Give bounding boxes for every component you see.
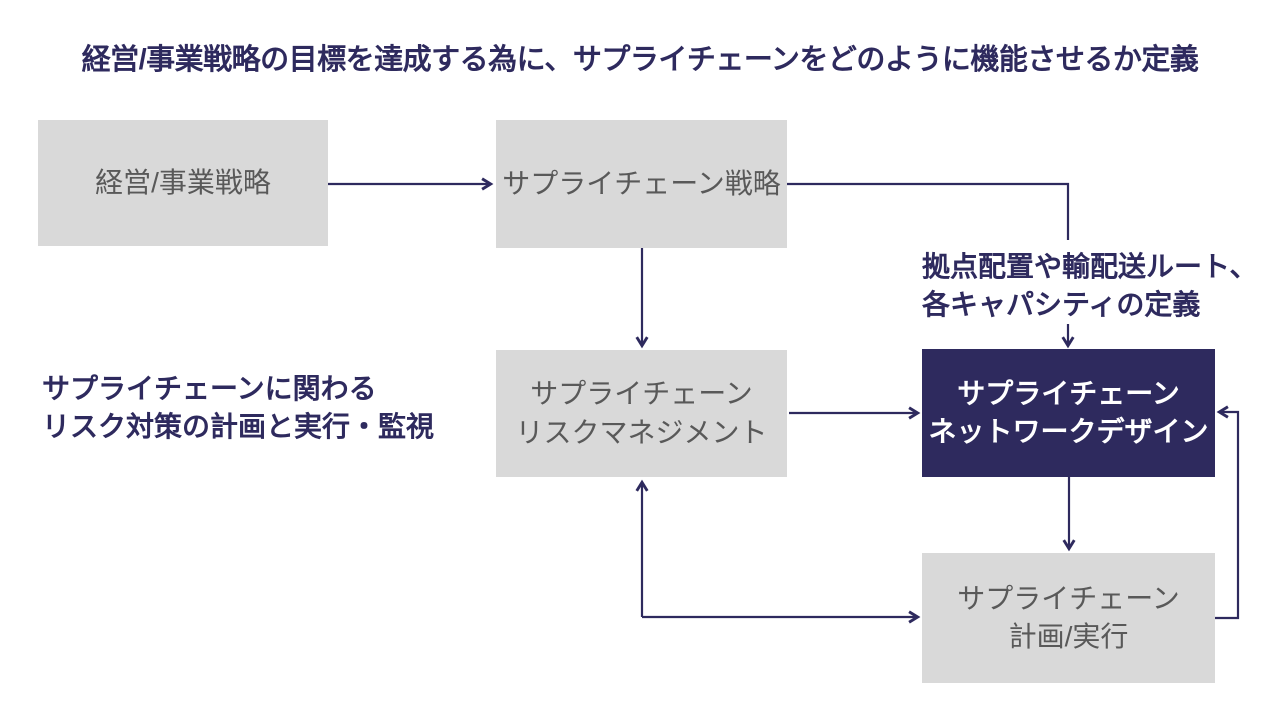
box-network-design: サプライチェーン ネットワークデザイン	[922, 349, 1215, 477]
box-risk-management-line1: サプライチェーン	[530, 378, 753, 410]
note-risk-management: サプライチェーンに関わる リスク対策の計画と実行・監視	[42, 370, 434, 446]
note-network-design-line2: 各キャパシティの定義	[922, 289, 1201, 320]
box-supply-chain-strategy-label: サプライチェーン戦略	[502, 167, 781, 199]
box-network-design-line2: ネットワークデザイン	[928, 416, 1209, 447]
arrow-plan-loop-to-network-design	[1215, 412, 1240, 620]
box-plan-execution-line2: 計画/実行	[1008, 621, 1129, 652]
box-business-strategy: 経営/事業戦略	[38, 120, 328, 246]
box-risk-management: サプライチェーン リスクマネジメント	[496, 350, 787, 477]
page-title: 経営/事業戦略の目標を達成する為に、サプライチェーンをどのように機能させるか定義	[81, 44, 1199, 76]
box-plan-execution: サプライチェーン 計画/実行	[922, 553, 1215, 683]
note-network-design-line1: 拠点配置や輸配送ルート、	[922, 251, 1258, 282]
note-risk-management-line2: リスク対策の計画と実行・監視	[42, 411, 435, 442]
note-network-design: 拠点配置や輸配送ルート、 各キャパシティの定義	[922, 248, 1257, 324]
box-business-strategy-label: 経営/事業戦略	[95, 166, 271, 198]
box-risk-management-line2: リスクマネジメント	[515, 416, 768, 448]
box-plan-execution-line1: サプライチェーン	[957, 582, 1180, 614]
note-risk-management-line1: サプライチェーンに関わる	[42, 373, 377, 404]
box-supply-chain-strategy: サプライチェーン戦略	[496, 120, 787, 248]
line-scstrategy-elbow-right	[787, 182, 1070, 240]
box-network-design-line1: サプライチェーン	[957, 377, 1180, 409]
